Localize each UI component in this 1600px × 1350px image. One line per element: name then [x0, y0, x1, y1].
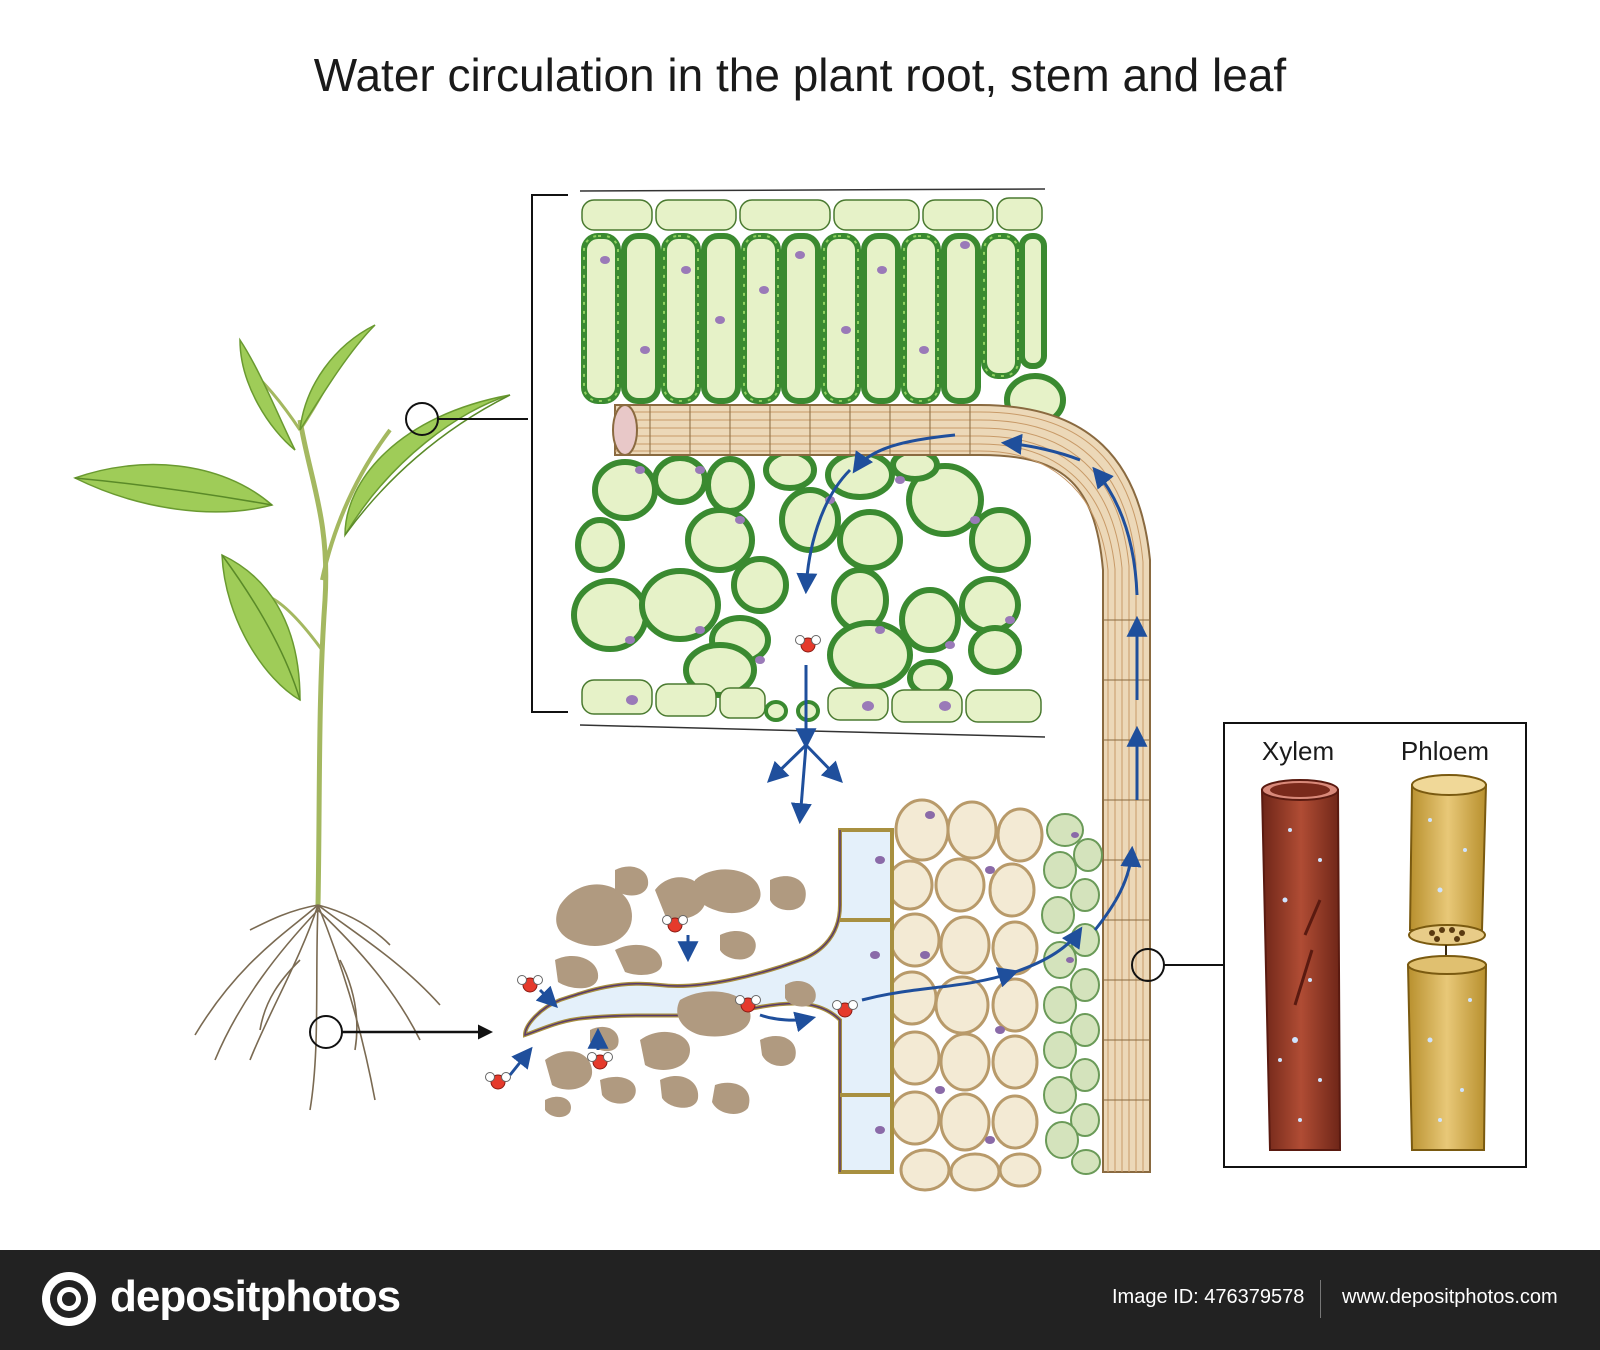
spongy-mesophyll [571, 448, 1031, 698]
plant-roots [194, 904, 441, 1111]
soil-particles [545, 866, 816, 1118]
leaf [239, 337, 296, 451]
leaf [73, 463, 274, 513]
water-molecule [795, 635, 821, 653]
phloem-tube [1406, 774, 1488, 1151]
xylem-tube [1260, 779, 1342, 1151]
brand-name: depositphotos [110, 1272, 401, 1321]
water-flow-arrows [508, 433, 1148, 1076]
site-url-link[interactable]: www.depositphotos.com [1342, 1286, 1558, 1308]
footer-divider [1320, 1280, 1321, 1318]
xylem-phloem-inset: Xylem Phloem [1223, 722, 1527, 1168]
water-molecule [662, 915, 688, 933]
phloem-label: Phloem [1401, 736, 1489, 766]
guard-cell [796, 700, 820, 722]
leaf [221, 553, 301, 702]
leaf-section-bracket [531, 194, 568, 713]
plant-illustration [73, 324, 528, 1111]
image-id-text: Image ID: 476379578 [1112, 1286, 1305, 1308]
root-callout-circle [309, 1015, 343, 1049]
water-molecule [485, 1072, 511, 1090]
plant-stem [297, 419, 329, 906]
diagram-canvas: Xylem Phloem [73, 188, 1527, 1192]
xylem-label: Xylem [1262, 736, 1334, 766]
leaf [344, 394, 511, 538]
water-molecule [517, 975, 543, 993]
leaf-cross-section [531, 188, 1066, 738]
root-cross-section [485, 635, 1103, 1192]
brand-logo-icon [42, 1272, 96, 1326]
watermark-footer: depositphotos Image ID: 476379578 www.de… [0, 1250, 1600, 1350]
guard-cell [764, 700, 788, 722]
leaf [299, 324, 376, 431]
diagram-title: Water circulation in the plant root, ste… [313, 49, 1287, 101]
vein-cut-end [612, 404, 638, 456]
